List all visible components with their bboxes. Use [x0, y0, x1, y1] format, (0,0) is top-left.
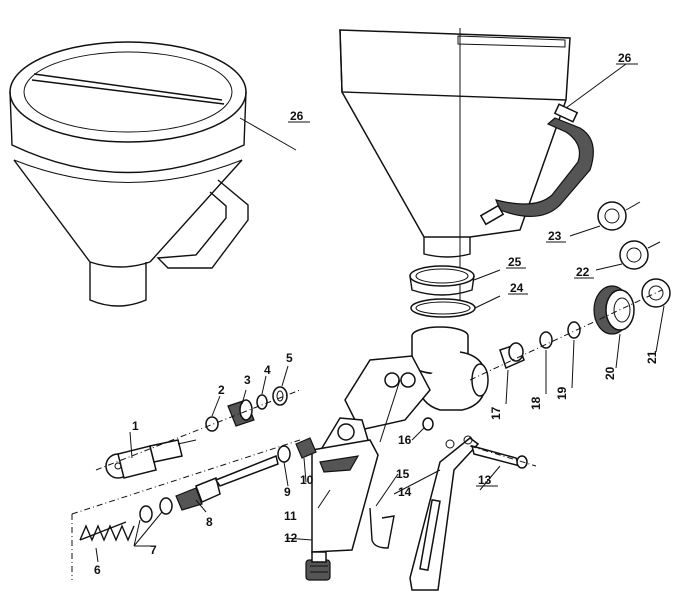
label-15: 15	[396, 467, 410, 481]
label-23: 23	[548, 229, 562, 243]
label-18: 18	[529, 396, 543, 410]
label-6: 6	[94, 563, 101, 577]
round-hopper-part-26	[9, 41, 297, 307]
label-19: 19	[555, 386, 569, 400]
label-25: 25	[508, 255, 522, 269]
label-26-left: 26	[290, 109, 304, 123]
axis-line-upper-left	[95, 389, 301, 471]
trigger-pin-part-13	[469, 444, 537, 469]
trigger-part-14	[409, 435, 480, 591]
label-12: 12	[284, 531, 298, 545]
air-valve-part-1	[105, 439, 197, 479]
label-22: 22	[576, 265, 590, 279]
seal-ring-part-25	[409, 265, 501, 296]
o-ring-part-4	[256, 394, 268, 410]
washer-part-5	[272, 386, 288, 406]
label-21: 21	[645, 350, 659, 364]
nut-part-17	[499, 342, 525, 405]
label-24: 24	[510, 281, 524, 295]
label-11: 11	[284, 509, 297, 523]
square-hopper-part-26	[339, 28, 627, 300]
air-nozzle-part-22	[595, 240, 661, 271]
label-8: 8	[206, 515, 213, 529]
label-20: 20	[603, 366, 617, 380]
leader-lines	[95, 365, 501, 563]
label-17: 17	[489, 406, 503, 420]
o-ring-part-24	[410, 295, 501, 318]
needle-part-8	[175, 454, 279, 511]
o-ring-part-18	[539, 331, 553, 394]
knurled-ring-part-20	[593, 285, 635, 369]
label-underlines	[288, 63, 638, 487]
washers-part-7	[139, 497, 173, 523]
bushing-part-3	[227, 399, 255, 427]
air-nozzle-part-23	[569, 201, 641, 237]
part-labels: 26 26 1 2 3 4 5 6 7 8 9 10 11 12 13 14 1…	[94, 51, 659, 577]
label-3: 3	[244, 373, 251, 387]
label-7: 7	[150, 543, 157, 557]
label-13: 13	[478, 473, 492, 487]
clip-part-15	[369, 507, 395, 549]
label-2: 2	[218, 383, 225, 397]
label-14: 14	[398, 485, 412, 499]
label-10: 10	[300, 473, 314, 487]
label-4: 4	[264, 363, 271, 377]
o-ring-part-19	[567, 321, 581, 389]
pin-part-16	[422, 417, 434, 431]
label-5: 5	[286, 351, 293, 365]
label-16: 16	[398, 433, 412, 447]
axis-line-right	[469, 289, 663, 381]
needle-seal-part-10	[295, 437, 317, 459]
label-9: 9	[284, 485, 291, 499]
air-nozzle-part-21	[641, 278, 671, 353]
gun-body-part-11	[311, 326, 489, 553]
o-ring-part-9	[277, 445, 291, 463]
spring-part-6	[79, 521, 135, 542]
label-1: 1	[132, 419, 139, 433]
axis-line-lower-left	[71, 439, 301, 580]
label-26-right: 26	[618, 51, 632, 65]
nozzle-part-12	[305, 551, 331, 581]
o-ring-part-2	[205, 416, 219, 432]
